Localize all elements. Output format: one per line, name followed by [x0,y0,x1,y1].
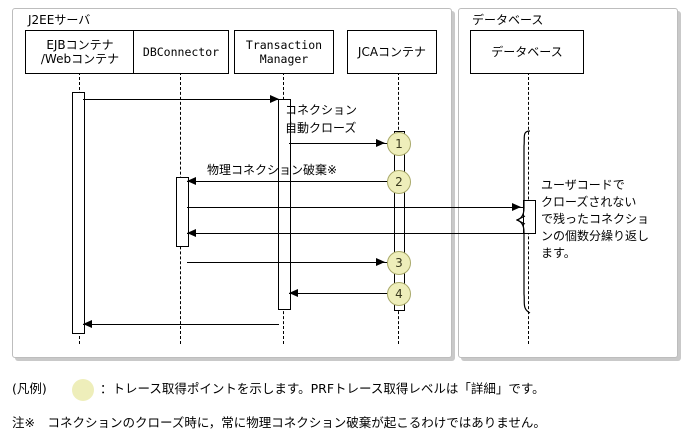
frame-database-title: データベース [472,13,544,27]
message-jca-to-dbconnector-line [187,181,398,182]
trace-marker-3-label: 3 [395,256,403,270]
trace-marker-1[interactable]: 1 [387,132,411,156]
message-tm-to-jca-label-line2: 自動クローズ [285,121,357,135]
message-ejb-to-tm-arrowhead [270,95,279,103]
loop-note-line1: ユーザコードで [541,178,625,192]
loop-note-line2: クローズされない [541,195,637,209]
trace-marker-1-label: 1 [395,137,403,151]
trace-marker-4-label: 4 [395,287,403,301]
participant-database[interactable]: データベース [470,30,584,74]
trace-marker-3[interactable]: 3 [387,251,411,275]
participant-db-connector-line1: DBConnector [142,45,220,59]
loop-note-line4: ンの個数分繰り返し [541,229,650,243]
activation-jca-container [394,131,405,311]
message-jca-to-dbconnector-label: 物理コネクション破棄※ [207,163,338,177]
participant-ejb-web-container-line1: EJBコンテナ [46,38,114,52]
trace-marker-2[interactable]: 2 [387,170,411,194]
legend-footnote: 注※ コネクションのクローズ時に，常に物理コネクション破棄が起こるわけではありま… [12,415,546,430]
loop-note-line5: ます。 [541,246,576,260]
loop-brace-icon [516,130,531,314]
participant-jca-container[interactable]: JCAコンテナ [347,30,437,74]
message-tm-to-jca-arrowhead [376,139,385,147]
participant-ejb-web-container-line2: /Webコンテナ [40,52,120,66]
participant-database-line1: データベース [491,45,563,59]
message-dbconnector-to-database-arrowhead [512,203,521,211]
loop-note-line3: で残ったコネクショ [541,212,650,226]
message-tm-to-ejb-arrowhead [83,320,92,328]
message-database-to-dbconnector-arrowhead [187,229,196,237]
message-tm-to-jca-label-line1: コネクション [285,103,358,117]
legend-label: (凡例) [12,381,47,396]
activation-ejb-web-container [72,92,85,334]
message-jca-to-tm-arrowhead [289,289,298,297]
message-dbconnector-to-jca-line [187,262,389,263]
message-tm-to-jca-line [289,143,389,144]
message-ejb-to-tm-line [83,99,279,100]
legend-description: ：トレース取得ポイントを示します。PRFトレース取得レベルは「詳細」です。 [100,381,545,396]
participant-ejb-web-container[interactable]: EJBコンテナ /Webコンテナ [25,30,135,74]
legend-trace-point-icon [72,379,94,401]
activation-transaction-manager [278,99,291,310]
participant-jca-container-line1: JCAコンテナ [357,45,427,59]
message-tm-to-ejb-line [83,324,279,325]
participant-transaction-manager-line1: Transaction [245,38,323,52]
message-jca-to-tm-line [289,293,394,294]
message-dbconnector-to-database-line [187,207,523,208]
participant-db-connector[interactable]: DBConnector [133,30,229,74]
participant-transaction-manager[interactable]: Transaction Manager [234,30,334,74]
message-dbconnector-to-jca-arrowhead [376,258,385,266]
message-jca-to-dbconnector-arrowhead [187,177,196,185]
trace-marker-4[interactable]: 4 [387,282,411,306]
message-database-to-dbconnector-line [187,233,523,234]
activation-db-connector [176,177,189,247]
frame-j2ee-server-title: J2EEサーバ [28,13,91,27]
participant-transaction-manager-line2: Manager [259,52,309,66]
trace-marker-2-label: 2 [395,175,403,189]
